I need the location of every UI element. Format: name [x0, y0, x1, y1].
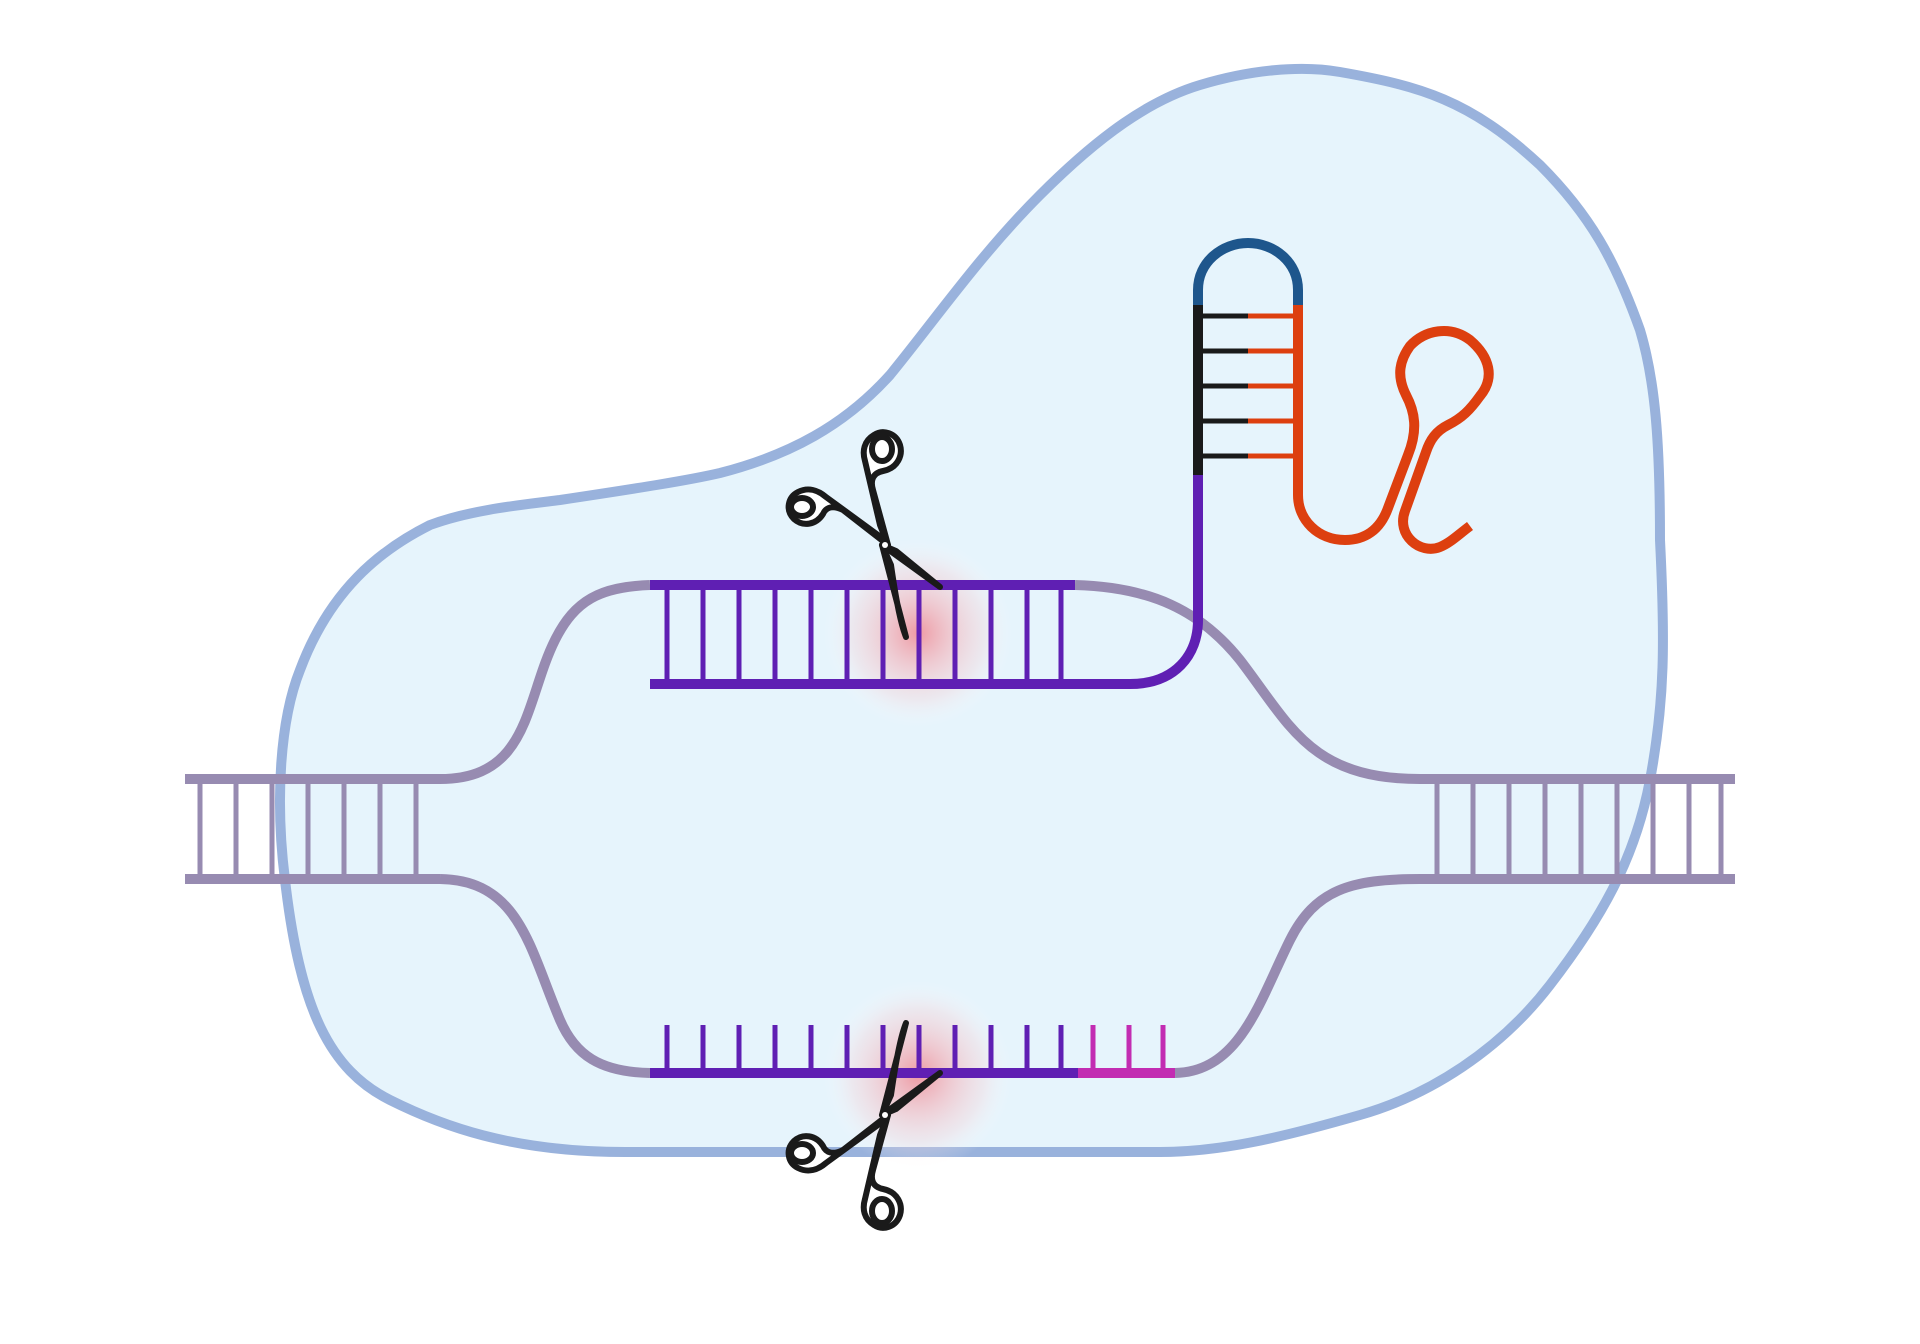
- top-strand-right-bend: [1074, 580, 1421, 784]
- bottom-strand-right-bend: [1174, 874, 1421, 1078]
- right-dna-base-pairs: [1434, 779, 1724, 879]
- double-stranded-dna: [185, 580, 1735, 1078]
- non-target-bases: [664, 1025, 1064, 1073]
- guide-target-base-pairs: [664, 585, 1064, 684]
- scissors-icon: [785, 429, 943, 640]
- bottom-strand-left-bend: [439, 874, 651, 1078]
- guide-rna-linker: [1070, 475, 1203, 689]
- pam-bases: [1090, 1025, 1166, 1073]
- left-dna-base-pairs: [197, 779, 419, 879]
- scissors-icon: [785, 1020, 943, 1231]
- top-strand-left-bend: [439, 580, 651, 784]
- tracr-right-strand: [1293, 305, 1494, 554]
- tracr-stem-pairs: [1198, 313, 1298, 459]
- tracr-loop: [1193, 237, 1303, 305]
